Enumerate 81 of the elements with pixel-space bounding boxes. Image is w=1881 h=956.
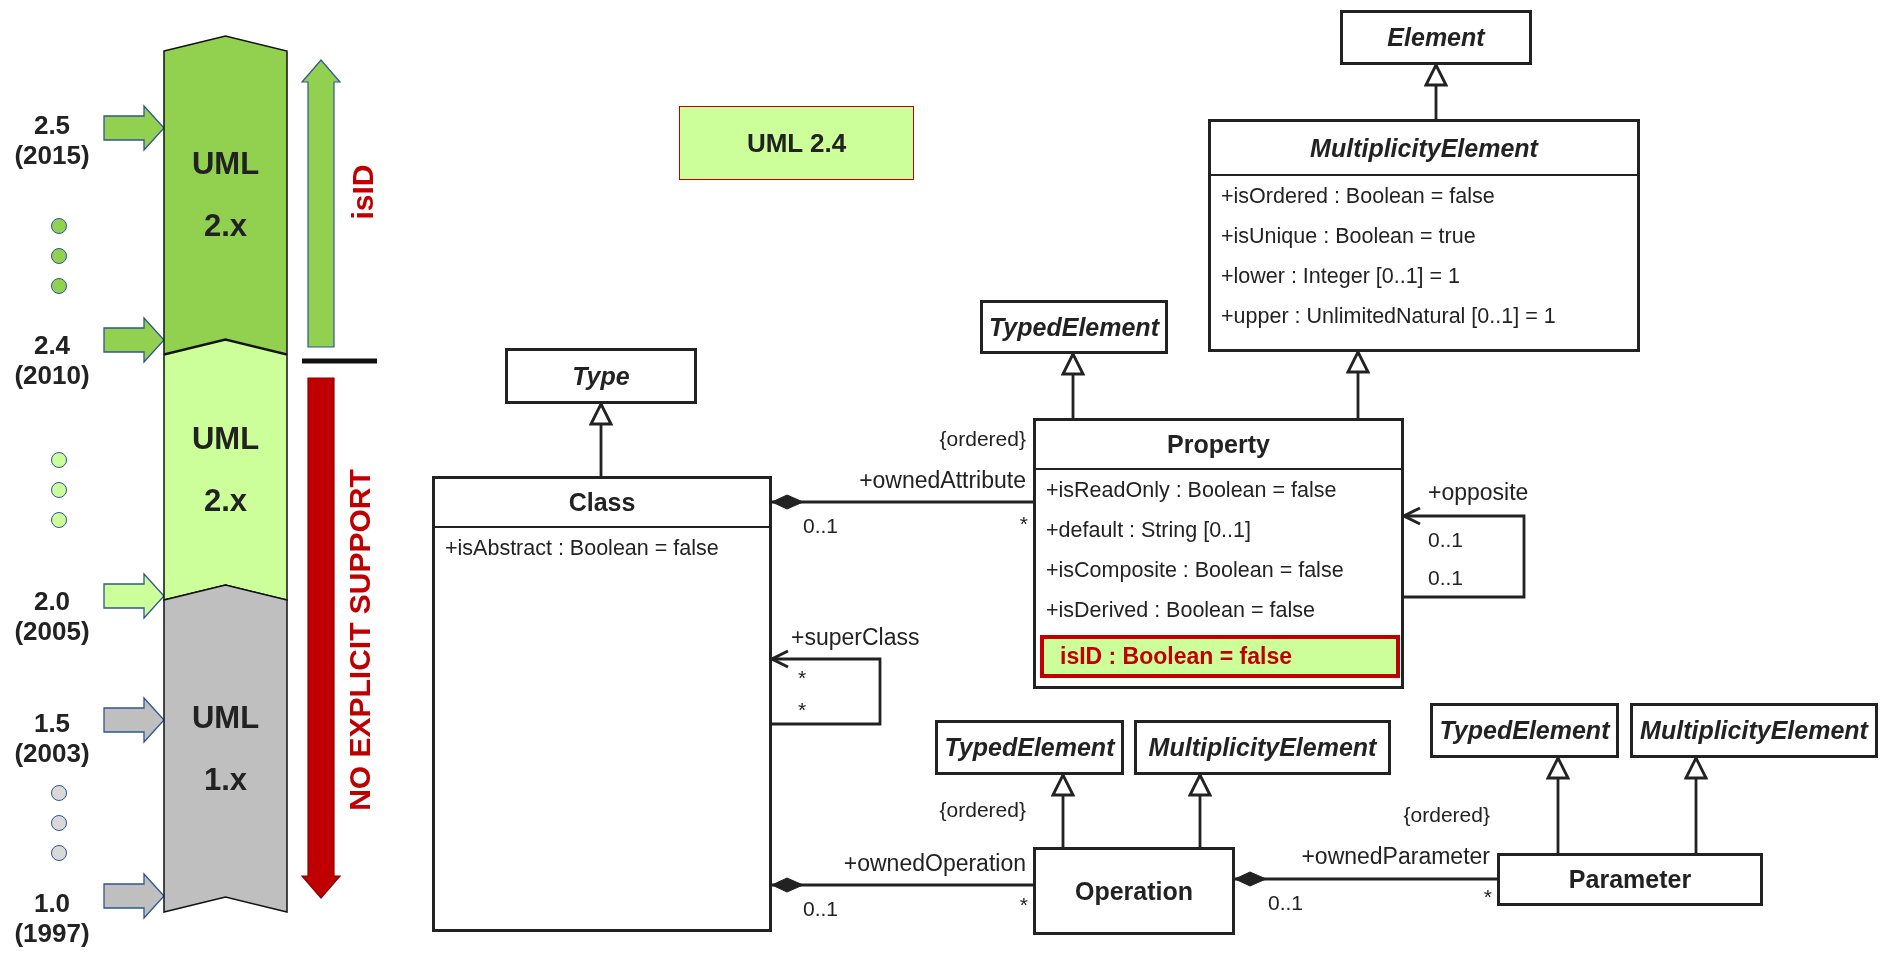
role-label: +opposite [1428, 481, 1529, 504]
class-name: TypedElement [1438, 715, 1612, 746]
composition-line [771, 877, 1033, 893]
block-arrow [103, 872, 165, 920]
class-box [1497, 853, 1763, 906]
band-label: UML 1.x [190, 698, 261, 799]
multiplicity-label: 0..1 [803, 515, 839, 536]
attribute: +isAbstract : Boolean = false [444, 535, 720, 562]
attribute: +default : String [0..1] [1045, 517, 1252, 544]
generalization-arrow [1684, 756, 1708, 853]
block-arrow [103, 316, 165, 364]
generalization-arrow [1051, 773, 1075, 847]
class-name: MultiplicityElement [1639, 715, 1870, 746]
multiplicity-label: 0..1 [803, 898, 839, 919]
version-label: 2.4 (2010) [0, 328, 104, 392]
version-label: 2.0 (2005) [0, 584, 104, 648]
multiplicity-label: * [798, 667, 807, 688]
multiplicity-label: 0..1 [1268, 892, 1304, 913]
role-label: +ownedParameter [1301, 845, 1490, 868]
attribute: +isOrdered : Boolean = false [1220, 183, 1496, 210]
multiplicity-label: * [1019, 513, 1028, 534]
abstract-class-box [980, 300, 1168, 354]
block-arrow [103, 104, 165, 152]
constraint-label: {ordered} [1403, 804, 1490, 825]
band-label: UML 2.x [190, 420, 261, 520]
class-box [1033, 418, 1404, 689]
attribute: +isUnique : Boolean = true [1220, 223, 1477, 250]
composition-line [771, 494, 1033, 510]
class-box [1033, 847, 1235, 935]
class-name: Class [567, 487, 637, 518]
abstract-class-box [505, 348, 697, 404]
generalization-arrow [589, 402, 613, 476]
composition-line [1234, 871, 1497, 887]
version-label: 2.5 (2015) [0, 108, 104, 172]
class-box [432, 476, 772, 932]
constraint-label: {ordered} [939, 799, 1026, 820]
abstract-class-box [1630, 703, 1878, 758]
multiplicity-label: * [1483, 886, 1492, 907]
multiplicity-label: * [798, 699, 807, 720]
attribute: +upper : UnlimitedNatural [0..1] = 1 [1220, 303, 1557, 330]
abstract-class-box [1134, 720, 1391, 775]
abstract-class-box [1208, 119, 1640, 352]
highlighted-attribute: isID : Boolean = false [1040, 635, 1400, 678]
version-label: 1.5 (2003) [0, 706, 104, 770]
multiplicity-label: * [1019, 894, 1028, 915]
role-label: +ownedOperation [843, 852, 1026, 875]
class-name: MultiplicityElement [1147, 732, 1378, 763]
timespan-label: isID [347, 164, 377, 220]
version-label: 1.0 (1997) [0, 886, 104, 950]
attribute: +lower : Integer [0..1] = 1 [1220, 263, 1462, 290]
generalization-arrow [1188, 773, 1212, 847]
attribute: +isReadOnly : Boolean = false [1045, 477, 1338, 504]
class-name: Property [1166, 429, 1271, 460]
multiplicity-label: 0..1 [1428, 567, 1464, 588]
attribute: +isDerived : Boolean = false [1045, 597, 1316, 624]
constraint-label: {ordered} [939, 428, 1026, 449]
generalization-arrow [1346, 350, 1370, 418]
class-name: Type [571, 360, 631, 392]
class-name: MultiplicityElement [1309, 132, 1540, 164]
class-name: TypedElement [988, 311, 1161, 343]
generalization-arrow [1546, 756, 1570, 853]
attribute: +isComposite : Boolean = false [1045, 557, 1345, 584]
band-label: UML 2.x [190, 145, 261, 245]
class-name: TypedElement [943, 732, 1117, 763]
class-name: Element [1386, 22, 1487, 53]
association-arrow [1402, 506, 1526, 599]
class-name: Operation [1073, 875, 1195, 907]
multiplicity-label: 0..1 [1428, 529, 1464, 550]
abstract-class-box [935, 720, 1124, 775]
generalization-arrow [1061, 352, 1085, 418]
abstract-class-box [1430, 703, 1619, 758]
role-label: +ownedAttribute [859, 469, 1026, 492]
association-arrow [770, 649, 882, 726]
version-box: UML 2.4 [679, 106, 914, 180]
generalization-arrow [1424, 63, 1448, 119]
abstract-class-box [1340, 10, 1532, 65]
block-arrow [103, 696, 165, 744]
block-arrow [103, 572, 165, 620]
timespan-label: NO EXPLICIT SUPPORT [344, 469, 375, 811]
role-label: +superClass [791, 626, 920, 649]
class-name: Parameter [1567, 864, 1693, 895]
